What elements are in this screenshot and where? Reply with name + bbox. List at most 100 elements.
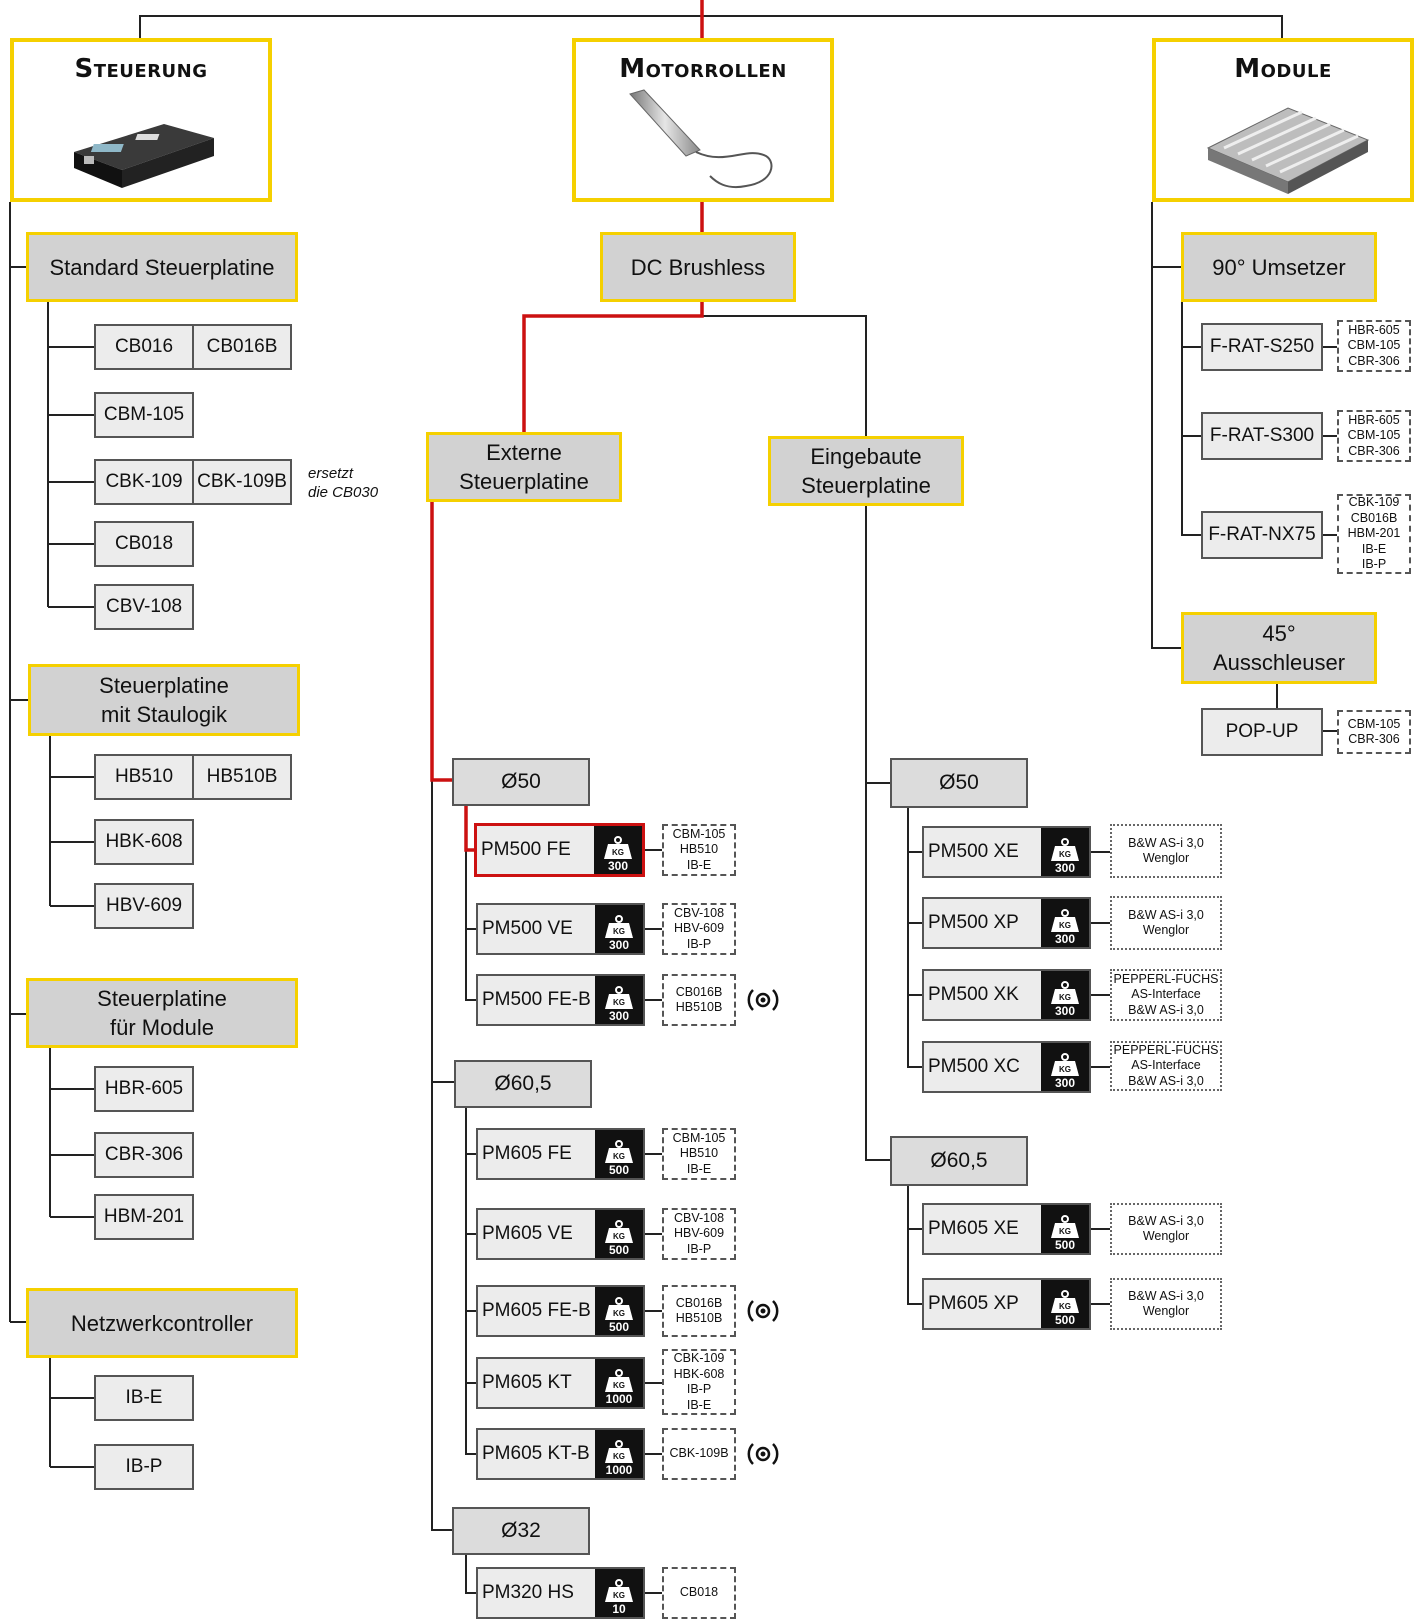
motor-pm500-fe-b: PM500 FE-B KG 300 [476, 974, 645, 1026]
motor-label: PM605 FE-B [482, 1287, 591, 1335]
weight-value: 300 [1055, 1077, 1075, 1090]
weight-unit: KG [613, 998, 625, 1007]
compat-pm500-fe-b: CB016BHB510B [662, 974, 736, 1026]
diameter-ext-50: Ø50 [452, 758, 590, 806]
board-cbk-109b: CBK-109B [192, 459, 292, 505]
weight-value: 300 [1055, 1005, 1075, 1018]
diameter-int-60-5: Ø60,5 [890, 1136, 1028, 1186]
weight-value: 300 [609, 1010, 629, 1023]
motor-pm500-xc: PM500 XC KG300 [922, 1041, 1091, 1093]
weight-icon: KG500 [595, 1210, 643, 1258]
motor-pm605-kt-b: PM605 KT-B KG 1000 [476, 1428, 645, 1480]
diameter-ext-32: Ø32 [452, 1507, 590, 1555]
motor-label: PM605 XP [928, 1280, 1019, 1328]
weight-unit: KG [1059, 921, 1071, 930]
weight-unit: KG [1059, 850, 1071, 859]
weight-value: 500 [1055, 1314, 1075, 1327]
roller-image [626, 86, 786, 196]
weight-unit: KG [613, 1452, 625, 1461]
weight-value: 10 [612, 1603, 625, 1616]
weight-value: 500 [609, 1321, 629, 1334]
category-staulogik: Steuerplatine mit Staulogik [28, 664, 300, 736]
controller-device-image [64, 116, 224, 196]
brake-symbol-icon [744, 981, 782, 1019]
board-cbv-108: CBV-108 [94, 584, 194, 630]
header-module: Module [1152, 38, 1414, 202]
weight-unit: KG [613, 1152, 625, 1161]
note-ersetzt-cb030: ersetzt die CB030 [308, 464, 378, 502]
board-ib-p: IB-P [94, 1444, 194, 1490]
weight-icon: KG 300 [595, 976, 643, 1024]
compat-pm500-xe: B&W AS-i 3,0Wenglor [1110, 824, 1222, 878]
motor-label: PM605 KT [482, 1359, 572, 1407]
motor-pm500-xe: PM500 XE KG 300 [922, 826, 1091, 878]
board-hbr-605: HBR-605 [94, 1066, 194, 1112]
motor-label: PM605 KT-B [482, 1430, 590, 1478]
module-conveyor-image [1198, 98, 1378, 198]
weight-unit: KG [1059, 993, 1071, 1002]
weight-icon: KG 10 [595, 1569, 643, 1617]
compat-pm605-kt-b: CBK-109B [662, 1428, 736, 1480]
motor-pm605-xp: PM605 XP KG 500 [922, 1278, 1091, 1330]
compat-pm500-xc: PEPPERL-FUCHSAS-InterfaceB&W AS-i 3,0 [1110, 1041, 1222, 1091]
motor-pm605-fe: PM605 FE KG500 [476, 1128, 645, 1180]
compat-pm605-ve: CBV-108HBV-609IB-P [662, 1208, 736, 1260]
category-90-umsetzer: 90° Umsetzer [1181, 232, 1377, 302]
brake-symbol-icon [744, 1435, 782, 1473]
motor-pm320-hs: PM320 HS KG 10 [476, 1567, 645, 1619]
brake-symbol-icon [744, 1292, 782, 1330]
motor-label: PM500 VE [482, 905, 573, 953]
motor-label: PM500 FE [481, 826, 571, 874]
header-title: Motorrollen [576, 54, 830, 84]
motor-label: PM500 XE [928, 828, 1019, 876]
board-cbm-105: CBM-105 [94, 392, 194, 438]
motor-label: PM605 XE [928, 1205, 1019, 1253]
weight-icon: KG 300 [1041, 971, 1089, 1019]
board-cbk-109: CBK-109 [94, 459, 194, 505]
category-dc-brushless: DC Brushless [600, 232, 796, 302]
weight-value: 300 [1055, 862, 1075, 875]
motor-pm500-xk: PM500 XK KG 300 [922, 969, 1091, 1021]
weight-value: 1000 [606, 1464, 633, 1477]
motor-pm605-ve: PM605 VE KG500 [476, 1208, 645, 1260]
board-cb016: CB016 [94, 324, 194, 370]
weight-value: 1000 [606, 1393, 633, 1406]
board-hb510: HB510 [94, 754, 194, 800]
motor-label: PM320 HS [482, 1569, 574, 1617]
motor-label: PM500 XP [928, 899, 1019, 947]
diameter-ext-60-5: Ø60,5 [454, 1060, 592, 1108]
weight-icon: KG500 [595, 1287, 643, 1335]
weight-unit: KG [1059, 1302, 1071, 1311]
weight-unit: KG [613, 927, 625, 936]
motor-label: PM500 FE-B [482, 976, 591, 1024]
weight-unit: KG [613, 1591, 625, 1600]
weight-icon: KG 500 [1041, 1280, 1089, 1328]
board-hbm-201: HBM-201 [94, 1194, 194, 1240]
board-hbv-609: HBV-609 [94, 883, 194, 929]
module-f-rat-nx75: F-RAT-NX75 [1201, 511, 1323, 559]
header-title: Module [1156, 54, 1410, 84]
weight-icon: KG 1000 [595, 1430, 643, 1478]
weight-value: 500 [1055, 1239, 1075, 1252]
weight-icon: KG 300 [1041, 828, 1089, 876]
compat-pm320-hs: CB018 [662, 1567, 736, 1619]
weight-icon: KG500 [1041, 1205, 1089, 1253]
motor-label: PM500 XK [928, 971, 1019, 1019]
weight-unit: KG [1059, 1065, 1071, 1074]
